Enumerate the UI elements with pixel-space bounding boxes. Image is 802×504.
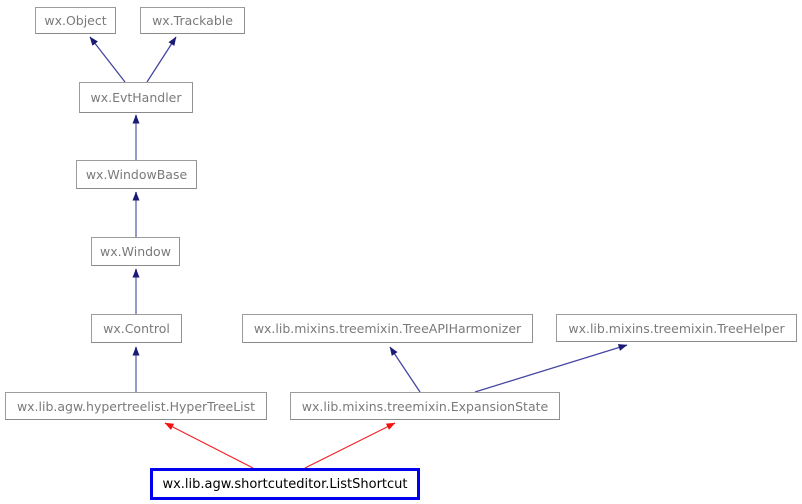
node-wx-windowbase[interactable]: wx.WindowBase (76, 160, 197, 189)
node-treeapiharmonizer[interactable]: wx.lib.mixins.treemixin.TreeAPIHarmonize… (242, 314, 533, 343)
node-label: wx.lib.agw.shortcuteditor.ListShortcut (162, 476, 408, 492)
node-wx-window[interactable]: wx.Window (91, 237, 180, 266)
edge-evthandler-trackable (146, 36, 177, 83)
edge-expansionstate-treehelper (474, 344, 628, 393)
node-label: wx.lib.mixins.treemixin.TreeAPIHarmonize… (253, 321, 522, 336)
node-wx-trackable[interactable]: wx.Trackable (140, 7, 245, 34)
node-label: wx.EvtHandler (90, 90, 182, 105)
node-label: wx.lib.mixins.treemixin.TreeHelper (568, 320, 785, 336)
edge-listshortcut-expansionstate (304, 422, 396, 469)
node-wx-evthandler[interactable]: wx.EvtHandler (79, 82, 193, 113)
node-treehelper[interactable]: wx.lib.mixins.treemixin.TreeHelper (556, 314, 797, 342)
edge-evthandler-object (89, 36, 126, 83)
node-label: wx.Control (103, 321, 170, 336)
node-label: wx.Object (44, 13, 107, 28)
node-label: wx.Trackable (152, 13, 233, 28)
edge-expansionstate-harmonizer (389, 346, 421, 393)
node-label: wx.WindowBase (85, 167, 188, 182)
node-label: wx.Window (100, 244, 171, 259)
node-label: wx.lib.mixins.treemixin.ExpansionState (301, 398, 549, 414)
node-hypertreelist[interactable]: wx.lib.agw.hypertreelist.HyperTreeList (5, 392, 267, 420)
edge-listshortcut-hypertreelist (164, 422, 254, 469)
node-expansionstate[interactable]: wx.lib.mixins.treemixin.ExpansionState (290, 392, 560, 420)
node-listshortcut-focal[interactable]: wx.lib.agw.shortcuteditor.ListShortcut (150, 468, 420, 500)
node-label: wx.lib.agw.hypertreelist.HyperTreeList (16, 398, 256, 414)
node-wx-object[interactable]: wx.Object (35, 7, 116, 34)
node-wx-control[interactable]: wx.Control (91, 314, 182, 343)
